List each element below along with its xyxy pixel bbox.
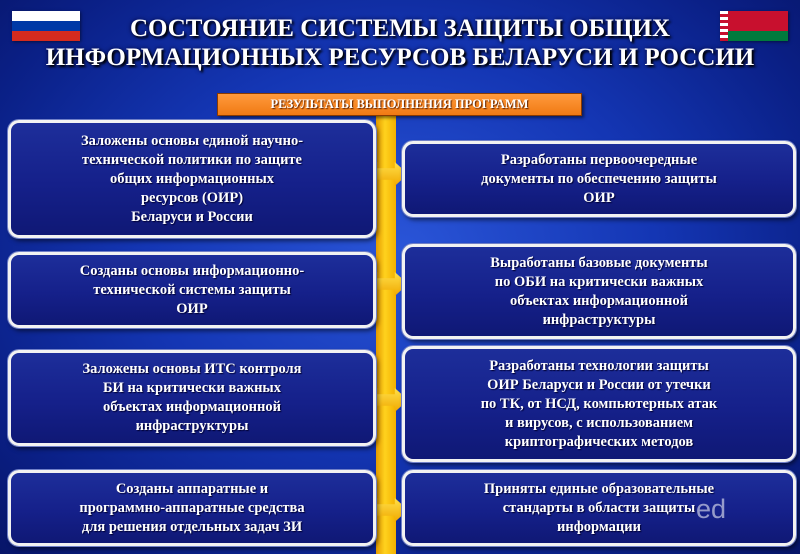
right-box-2-text: Выработаны базовые документы по ОБИ на к… bbox=[490, 254, 708, 328]
results-label: РЕЗУЛЬТАТЫ ВЫПОЛНЕНИЯ ПРОГРАММ bbox=[217, 93, 582, 116]
right-box-2: Выработаны базовые документы по ОБИ на к… bbox=[402, 244, 796, 339]
left-box-3: Заложены основы ИТС контроля БИ на крити… bbox=[8, 350, 376, 446]
left-box-1-text: Заложены основы единой научно- техническ… bbox=[80, 132, 304, 225]
watermark: ed bbox=[696, 494, 727, 524]
belarus-flag bbox=[720, 11, 788, 41]
right-box-3-text: Разработаны технологии защиты ОИР Белару… bbox=[480, 357, 718, 450]
page-title: СОСТОЯНИЕ СИСТЕМЫ ЗАЩИТЫ ОБЩИХ ИНФОРМАЦИ… bbox=[0, 14, 800, 72]
right-box-1: Разработаны первоочередные документы по … bbox=[402, 141, 796, 217]
title-line-2: ИНФОРМАЦИОННЫХ РЕСУРСОВ БЕЛАРУСИ И РОССИ… bbox=[45, 44, 755, 71]
right-box-1-text: Разработаны первоочередные документы по … bbox=[481, 151, 717, 206]
left-box-1: Заложены основы единой научно- техническ… bbox=[8, 120, 376, 238]
left-box-4: Созданы аппаратные и программно-аппаратн… bbox=[8, 470, 376, 546]
left-box-2: Созданы основы информационно- техническо… bbox=[8, 252, 376, 328]
right-box-4: Приняты единые образовательные стандарты… bbox=[402, 470, 796, 546]
right-box-4-text: Приняты единые образовательные стандарты… bbox=[483, 480, 715, 535]
left-box-2-text: Созданы основы информационно- техническо… bbox=[79, 262, 305, 317]
left-box-4-text: Созданы аппаратные и программно-аппаратн… bbox=[79, 480, 305, 535]
russia-flag bbox=[12, 11, 80, 41]
connector-spine bbox=[376, 114, 396, 554]
title-line-1: СОСТОЯНИЕ СИСТЕМЫ ЗАЩИТЫ ОБЩИХ bbox=[129, 15, 671, 42]
right-box-3: Разработаны технологии защиты ОИР Белару… bbox=[402, 346, 796, 462]
left-box-3-text: Заложены основы ИТС контроля БИ на крити… bbox=[82, 361, 302, 434]
